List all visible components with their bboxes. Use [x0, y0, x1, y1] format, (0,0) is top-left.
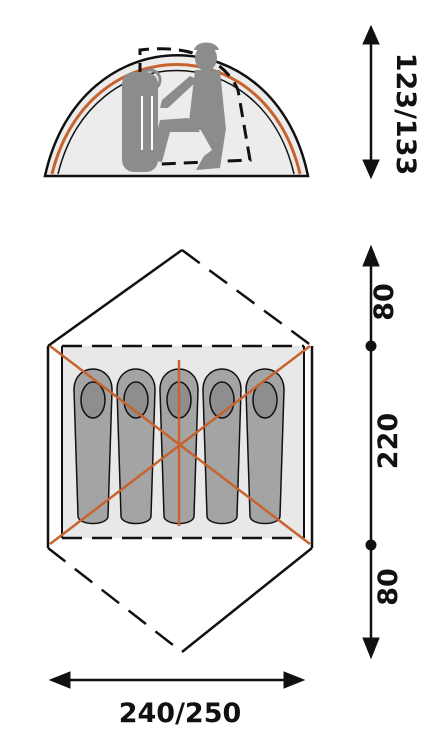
vestibule-back-label: 80 — [373, 568, 404, 606]
inner-length-label: 220 — [373, 413, 404, 469]
vestibule-front-label: 80 — [369, 283, 400, 321]
height-dimension-arrow — [362, 24, 380, 180]
sleeping-bag-icon — [116, 368, 156, 525]
height-label: 123/133 — [390, 53, 421, 176]
backpack-frame — [141, 96, 153, 150]
sleeping-bag-icon — [245, 368, 285, 525]
seated-person-icon — [122, 42, 226, 172]
width-dimension-arrow — [48, 671, 306, 689]
dome-inner-line — [57, 69, 295, 175]
vestibule-solid-edges — [46, 248, 314, 653]
vestibule-dashed-edges — [47, 248, 313, 653]
dome-outer-shell — [43, 54, 310, 178]
sleeping-bag-icon — [73, 368, 113, 525]
top-view: 80 220 80 240/250 — [46, 244, 404, 729]
tent-poles — [49, 345, 311, 545]
dimension-dot — [365, 539, 377, 551]
dome-pole — [50, 63, 302, 175]
length-dimension-arrow — [362, 244, 380, 660]
sleeping-bag-icon — [202, 368, 242, 525]
dimension-dot — [365, 340, 377, 352]
width-label: 240/250 — [119, 698, 242, 729]
side-view: 123/133 — [43, 24, 421, 180]
